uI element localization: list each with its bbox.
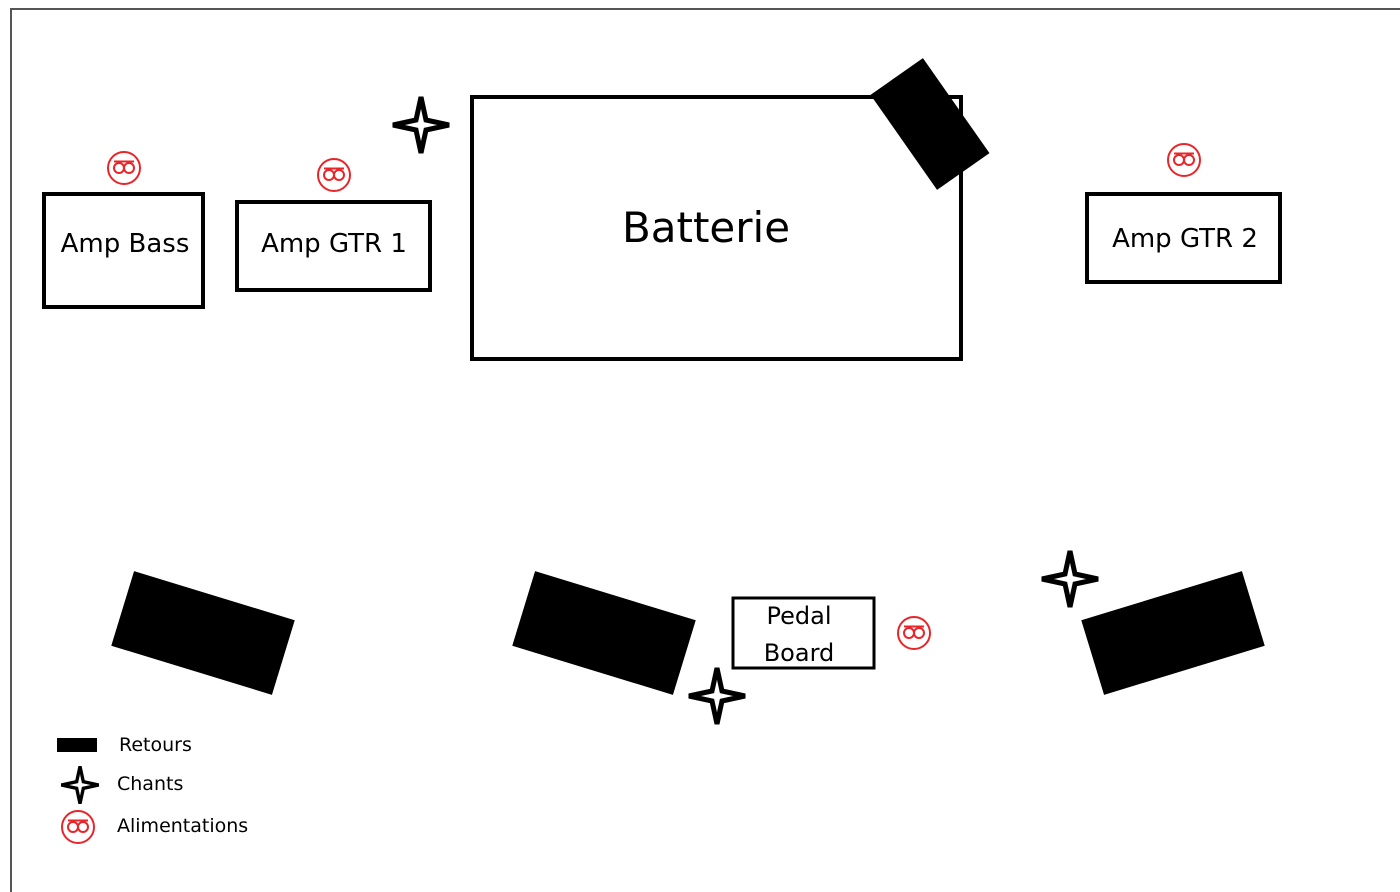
legend: Retours Chants Alimentations <box>57 734 248 844</box>
power-outlet-icon <box>317 158 351 192</box>
monitor-wedge-icon <box>870 58 990 190</box>
amp-bass-label: Amp Bass <box>61 229 190 259</box>
power-outlet-icon <box>61 810 95 844</box>
amp-gtr1-label: Amp GTR 1 <box>261 229 407 259</box>
power-outlet-icon <box>1167 143 1201 177</box>
monitor-wedge-icon <box>57 738 97 752</box>
drum-kit-label: Batterie <box>622 203 790 252</box>
legend-monitors-label: Retours <box>119 734 192 756</box>
drum-kit: Batterie <box>470 95 963 361</box>
monitor-wedge-icon <box>512 571 696 695</box>
vocal-mic-star-icon <box>60 765 100 805</box>
pedal-board-label-line2: Board <box>764 639 835 667</box>
amp-bass: Amp Bass <box>42 192 205 309</box>
legend-power-label: Alimentations <box>117 815 248 837</box>
monitor-wedge-icon <box>111 571 295 695</box>
monitor-wedge-icon <box>1081 571 1265 695</box>
vocal-mic-star-icon <box>393 97 449 153</box>
vocal-mic-star-icon <box>1042 551 1098 607</box>
pedal-board-label-line1: Pedal <box>767 602 832 630</box>
pedal-board: Pedal Board <box>731 596 876 670</box>
page-frame <box>10 8 1400 892</box>
amp-gtr1: Amp GTR 1 <box>235 200 432 292</box>
power-outlet-icon <box>897 616 931 650</box>
vocal-mic-star-icon <box>689 668 745 724</box>
amp-gtr2-label: Amp GTR 2 <box>1112 224 1258 254</box>
amp-gtr2: Amp GTR 2 <box>1085 192 1282 284</box>
power-outlet-icon <box>107 151 141 185</box>
legend-vocals-label: Chants <box>117 773 183 795</box>
